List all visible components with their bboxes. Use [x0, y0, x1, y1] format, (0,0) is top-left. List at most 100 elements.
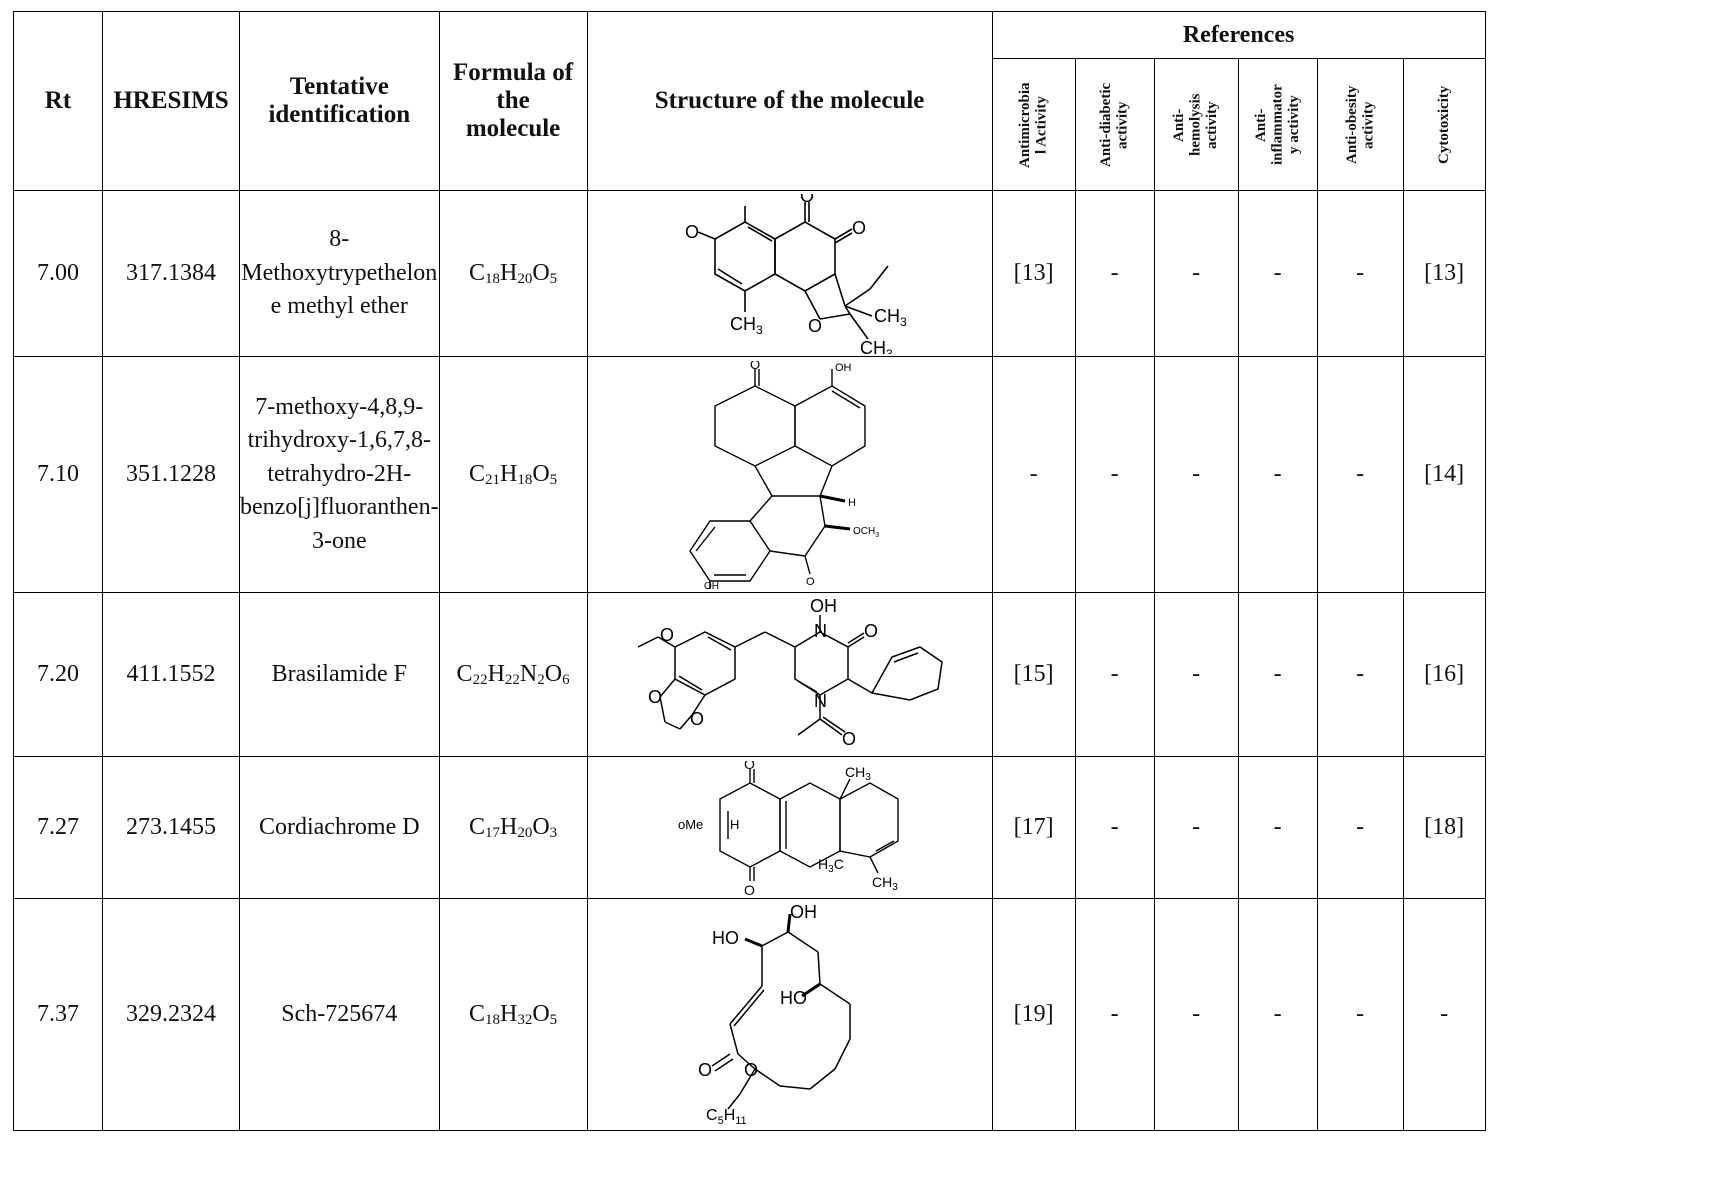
header-antimicrobial: Antimicrobia l Activity — [991, 58, 1076, 191]
header-references: References — [991, 11, 1486, 59]
struct-label: O — [648, 687, 662, 707]
struct-label: 3 — [875, 532, 879, 539]
formula-subscript: 18 — [484, 1011, 500, 1028]
cell-structure: O O O O CH3 CH3 CH3 — [586, 190, 993, 357]
cell-ref: [15] — [991, 592, 1076, 757]
struct-label: H — [818, 856, 828, 872]
struct-label: CH — [860, 338, 886, 354]
formula-element: H — [499, 460, 518, 487]
cell-name: Brasilamide F — [239, 592, 440, 757]
formula-element: H — [499, 259, 518, 286]
header-tentative-identification: Tentative identification — [239, 11, 440, 191]
struct-label: O — [698, 1060, 712, 1080]
cell-structure: OH N O N O O O O — [586, 592, 993, 757]
cell-ref: - — [1237, 190, 1318, 357]
cell-ref: [14] — [1402, 356, 1486, 593]
table-row: 7.27 273.1455 Cordiachrome D C17H20O3 O … — [13, 756, 1486, 899]
svg-text:CH3: CH3 — [845, 764, 871, 783]
struct-label: O — [864, 621, 878, 641]
struct-label: N — [814, 691, 827, 711]
table-row: 7.37 329.2324 Sch-725674 C18H32O5 OH HO — [13, 898, 1486, 1131]
cell-ref: - — [1153, 592, 1239, 757]
formula-subscript: 3 — [549, 824, 558, 841]
formula-subscript: 5 — [549, 1011, 558, 1028]
struct-label: C — [833, 856, 843, 872]
benzofluoranthenone-structure-icon: O OH H OCH3 O OH — [688, 361, 879, 589]
struct-label: CH — [872, 874, 892, 890]
cell-rt: 7.00 — [13, 190, 103, 357]
naphthoquinone-furan-structure-icon: O O O O CH3 CH3 CH3 — [685, 194, 907, 354]
cell-ref: [13] — [991, 190, 1076, 357]
formula-element: C — [456, 660, 473, 687]
formula-element: C — [468, 259, 485, 286]
struct-label: oMe — [678, 817, 703, 832]
header-rt: Rt — [13, 11, 103, 191]
cell-hresims: 273.1455 — [102, 756, 240, 899]
struct-label: 3 — [900, 315, 907, 329]
cell-ref: - — [1074, 190, 1155, 357]
struct-label: O — [744, 882, 755, 895]
cell-ref: - — [1316, 356, 1404, 593]
header-formula: Formula of the molecule — [438, 11, 588, 191]
svg-text:CH3: CH3 — [860, 338, 893, 354]
cell-ref: - — [1402, 898, 1486, 1131]
cell-ref: - — [1153, 190, 1239, 357]
pyrazinone-structure-icon: OH N O N O O O O — [637, 597, 943, 749]
formula-element: C — [468, 813, 485, 840]
cell-formula: C18H32O5 — [438, 898, 588, 1131]
struct-label: CH — [730, 314, 756, 334]
cell-hresims: 329.2324 — [102, 898, 240, 1131]
struct-label: CH — [845, 764, 865, 780]
svg-text:C5H11: C5H11 — [706, 1107, 747, 1126]
cell-ref: - — [1316, 756, 1404, 899]
formula-element: C — [468, 460, 485, 487]
cell-ref: [13] — [1402, 190, 1486, 357]
table-row: 7.20 411.1552 Brasilamide F C22H22N2O6 — [13, 592, 1486, 757]
cell-ref: - — [1237, 756, 1318, 899]
struct-label: O — [750, 361, 760, 372]
struct-label: OH — [835, 362, 852, 374]
formula-subscript: 18 — [484, 270, 500, 287]
cell-formula: C22H22N2O6 — [438, 592, 588, 757]
cell-rt: 7.10 — [13, 356, 103, 593]
cell-formula: C18H20O5 — [438, 190, 588, 357]
struct-label: H — [848, 497, 856, 509]
formula-element: O — [532, 813, 550, 840]
struct-label: H — [723, 1107, 735, 1124]
cell-ref: - — [1153, 756, 1239, 899]
formula-subscript: 22 — [504, 671, 520, 688]
cordiachrome-structure-icon: O O oMe H CH3 H3C CH3 — [678, 761, 899, 895]
struct-label: O — [808, 316, 822, 336]
struct-label: OH — [810, 597, 837, 616]
cell-ref: [16] — [1402, 592, 1486, 757]
formula-subscript: 20 — [517, 824, 533, 841]
formula-element: H — [487, 660, 505, 687]
struct-label: N — [814, 621, 827, 641]
cell-rt: 7.37 — [13, 898, 103, 1131]
header-antiobesity: Anti-obesity activity — [1316, 58, 1404, 191]
cell-ref: - — [1237, 592, 1318, 757]
cell-formula: C21H18O5 — [438, 356, 588, 593]
struct-label: 11 — [735, 1115, 746, 1126]
formula-element: H — [499, 1000, 518, 1027]
header-antihemolysis: Anti- hemolysis activity — [1153, 58, 1239, 191]
struct-label: 3 — [892, 882, 898, 893]
struct-label: O — [800, 194, 814, 206]
formula-element: O — [532, 460, 550, 487]
formula-element: O — [544, 660, 563, 687]
struct-label: H — [730, 817, 739, 832]
struct-label: O — [744, 761, 755, 772]
struct-label: C — [706, 1107, 718, 1124]
cell-rt: 7.27 — [13, 756, 103, 899]
cell-name: 7-methoxy-4,8,9- trihydroxy-1,6,7,8- tet… — [239, 356, 440, 593]
formula-subscript: 22 — [472, 671, 488, 688]
cell-hresims: 317.1384 — [102, 190, 240, 357]
cell-ref: [18] — [1402, 756, 1486, 899]
formula-subscript: 21 — [484, 471, 500, 488]
formula-subscript: 5 — [549, 270, 558, 287]
struct-label: 3 — [865, 772, 871, 783]
header-structure: Structure of the molecule — [586, 11, 993, 191]
cell-hresims: 351.1228 — [102, 356, 240, 593]
macrolactone-structure-icon: OH HO HO O O C5H11 — [698, 904, 851, 1126]
formula-subscript: 20 — [517, 270, 533, 287]
